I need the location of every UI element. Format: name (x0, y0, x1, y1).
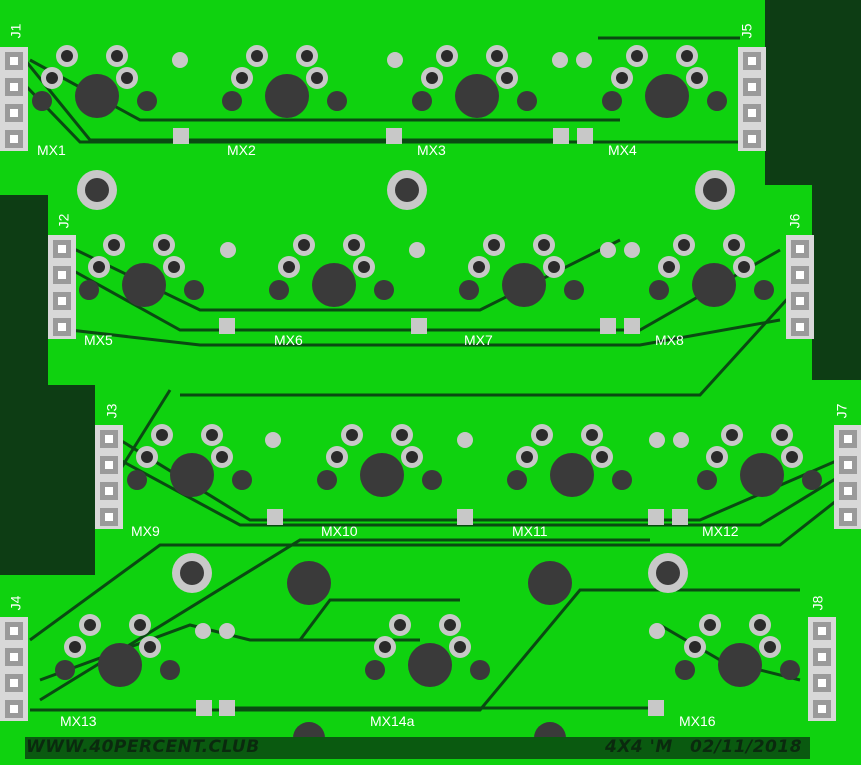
switch-label-mx3: MX3 (417, 142, 446, 158)
switch-label-mx7: MX7 (464, 332, 493, 348)
footer-website: WWW.40PERCENT.CLUB (26, 737, 260, 757)
connector-label-j8: J8 (809, 595, 826, 611)
switch-label-mx1: MX1 (37, 142, 66, 158)
switch-label-mx5: MX5 (84, 332, 113, 348)
switch-label-mx12: MX12 (702, 523, 739, 539)
switch-label-mx14a: MX14a (370, 713, 415, 729)
footer-product: 4X4 'M (605, 737, 673, 757)
switch-label-mx11: MX11 (512, 523, 548, 539)
switch-label-mx16: MX16 (679, 713, 716, 729)
connector-label-j3: J3 (103, 403, 120, 419)
connector-label-j4: J4 (7, 595, 24, 611)
connector-label-j7: J7 (833, 403, 850, 419)
switch-label-mx2: MX2 (227, 142, 256, 158)
connector-label-j6: J6 (786, 213, 803, 229)
connector-label-j1: J1 (7, 23, 24, 39)
footer-date: 02/11/2018 (690, 737, 803, 757)
switch-label-mx4: MX4 (608, 142, 637, 158)
switch-label-mx10: MX10 (321, 523, 358, 539)
switch-label-mx9: MX9 (131, 523, 160, 539)
switch-label-mx6: MX6 (274, 332, 303, 348)
switch-label-mx13: MX13 (60, 713, 97, 729)
switch-label-mx8: MX8 (655, 332, 684, 348)
connector-label-j2: J2 (55, 213, 72, 229)
connector-label-j5: J5 (738, 23, 755, 39)
